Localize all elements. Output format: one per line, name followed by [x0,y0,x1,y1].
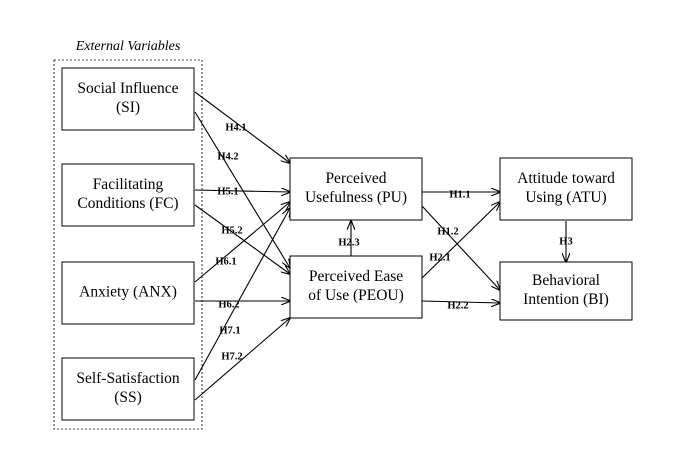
edge-h6-1 [194,202,290,283]
edge-h4-1 [194,91,290,163]
edge-label-h2-3: H2.3 [338,237,359,248]
node-label-fc: Conditions (FC) [77,195,178,212]
edge-h2-2 [421,301,500,303]
node-anx: Anxiety (ANX) [61,261,195,325]
edge-h5-1 [194,190,290,192]
edge-label-h4-2: H4.2 [217,151,238,162]
edge-label-h2-2: H2.2 [447,300,468,311]
edge-label-h7-2: H7.2 [221,351,242,362]
node-label-atu: Attitude toward [517,170,615,187]
node-label-peou: Perceived Ease [309,268,403,285]
node-si: Social Influence (SI) [61,67,195,131]
edge-h1-2 [421,205,500,290]
edge-label-h1-2: H1.2 [437,226,458,237]
node-box-anx [61,261,195,325]
node-label-si: Social Influence [77,80,178,97]
node-label-fc: Facilitating [93,176,164,193]
node-ss: Self-Satisfaction (SS) [61,357,195,421]
node-label-si: (SI) [116,99,140,116]
node-box-peou [289,255,423,319]
external-variables-group [53,59,203,430]
edge-label-h6-1: H6.1 [215,256,236,267]
node-label-peou: of Use (PEOU) [308,287,404,304]
edge-h5-2 [194,204,290,274]
edge-label-h4-1: H4.1 [225,122,246,133]
edge-labels-layer: H4.1H4.2H5.1H5.2H6.1H6.2H7.1H7.2 H2.3 H1.1… [215,122,572,362]
edge-label-h6-2: H6.2 [218,299,239,310]
node-label-anx: Anxiety (ANX) [79,284,177,301]
edge-label-h3: H3 [559,236,572,247]
node-box-ss [61,357,195,421]
node-label-pu: Usefulness (PU) [305,189,407,206]
node-box-atu [499,157,633,221]
node-label-bi: Behavioral [532,272,600,289]
edge-label-h1-1: H1.1 [449,189,470,200]
edge-label-h5-1: H5.1 [217,186,238,197]
edge-h4-2 [194,111,290,268]
edge-h7-1 [194,208,290,381]
node-label-pu: Perceived [325,170,386,187]
edge-h2-1 [421,202,500,279]
node-label-ss: Self-Satisfaction [76,370,180,387]
edge-label-h2-1: H2.1 [429,252,450,263]
edge-label-h7-1: H7.1 [219,325,240,336]
edge-label-h5-2: H5.2 [221,225,242,236]
edges-layer [194,91,566,401]
edge-h7-2 [194,318,290,401]
nodes-layer: Social Influence (SI) FacilitatingConditio… [61,67,633,421]
node-box-pu [289,157,423,221]
node-label-ss: (SS) [114,389,142,406]
node-box-bi [499,261,633,321]
node-label-atu: Using (ATU) [525,189,606,206]
node-box-si [61,67,195,131]
node-box-fc [61,163,195,227]
node-label-bi: Intention (BI) [523,291,609,308]
external-variables-title: External Variables [75,39,181,54]
node-peou: Perceived Ease of Use (PEOU) [289,255,423,319]
